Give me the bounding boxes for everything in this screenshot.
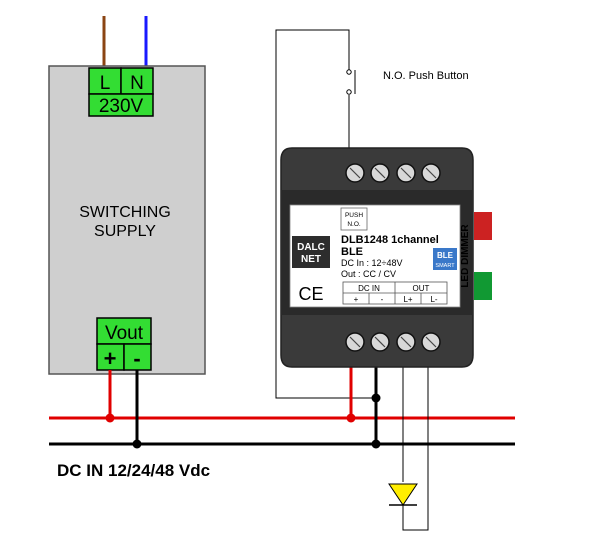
push-label-box: PUSH N.O. (340, 207, 368, 231)
terminal-group-out: OUT (413, 284, 430, 293)
led-minus-wire (402, 355, 429, 531)
supply-label-line1: SWITCHING (79, 204, 171, 221)
vout-label: Vout (105, 323, 144, 344)
ble-smart-badge: BLE SMART (433, 248, 457, 270)
terminal-n-label: N (130, 73, 144, 94)
dalcnet-logo: DALC NET (292, 236, 330, 268)
dimmer-bottom-screws (345, 332, 441, 352)
dimmer-model-line2: BLE (341, 246, 363, 258)
terminal-plus: + (354, 295, 359, 304)
dimmer-model: DLB1248 1channel (341, 234, 439, 246)
spec-out: Out : CC / CV (341, 269, 396, 279)
brand-line1: DALC (297, 242, 325, 253)
red-indicator (474, 212, 492, 240)
push-label-line2: N.O. (347, 221, 361, 228)
junction-supply-minus (132, 439, 142, 449)
terminal-minus: - (381, 295, 384, 304)
supply-label-line2: SUPPLY (94, 223, 156, 240)
push-label-line1: PUSH (345, 212, 363, 219)
dimmer-top-screws (345, 163, 441, 183)
bus-voltage-label: DC IN 12/24/48 Vdc (57, 461, 210, 480)
push-button-label: N.O. Push Button (383, 70, 469, 82)
terminal-group-dc: DC IN (358, 284, 380, 293)
push-button-wire-loop (275, 29, 376, 399)
terminal-label-table: DC IN OUT + - L+ L- (342, 281, 448, 305)
supply-input-terminal: L N 230V (88, 67, 154, 117)
junction-supply-plus (105, 413, 115, 423)
supply-output-terminal: Vout + - (96, 317, 152, 371)
junction-dimmer-minus (371, 439, 381, 449)
push-button-symbol (346, 69, 356, 95)
junction-dimmer-plus (346, 413, 356, 423)
led-symbol (388, 483, 418, 506)
junction-push-return (371, 393, 381, 403)
input-voltage-label: 230V (99, 96, 144, 117)
led-dimmer-side-label: LED DIMMER (460, 224, 471, 288)
terminal-l-label: L (100, 73, 111, 94)
brand-line2: NET (301, 254, 321, 265)
output-plus-label: + (104, 346, 117, 371)
ble-badge-line2: SMART (435, 263, 455, 269)
spec-dc-in: DC In : 12÷48V (341, 258, 402, 268)
output-minus-label: - (133, 346, 140, 371)
terminal-lplus: L+ (403, 295, 412, 304)
green-indicator (474, 272, 492, 300)
ce-mark: CE (298, 284, 323, 304)
ble-badge-line1: BLE (437, 251, 454, 260)
terminal-lminus: L- (430, 295, 437, 304)
